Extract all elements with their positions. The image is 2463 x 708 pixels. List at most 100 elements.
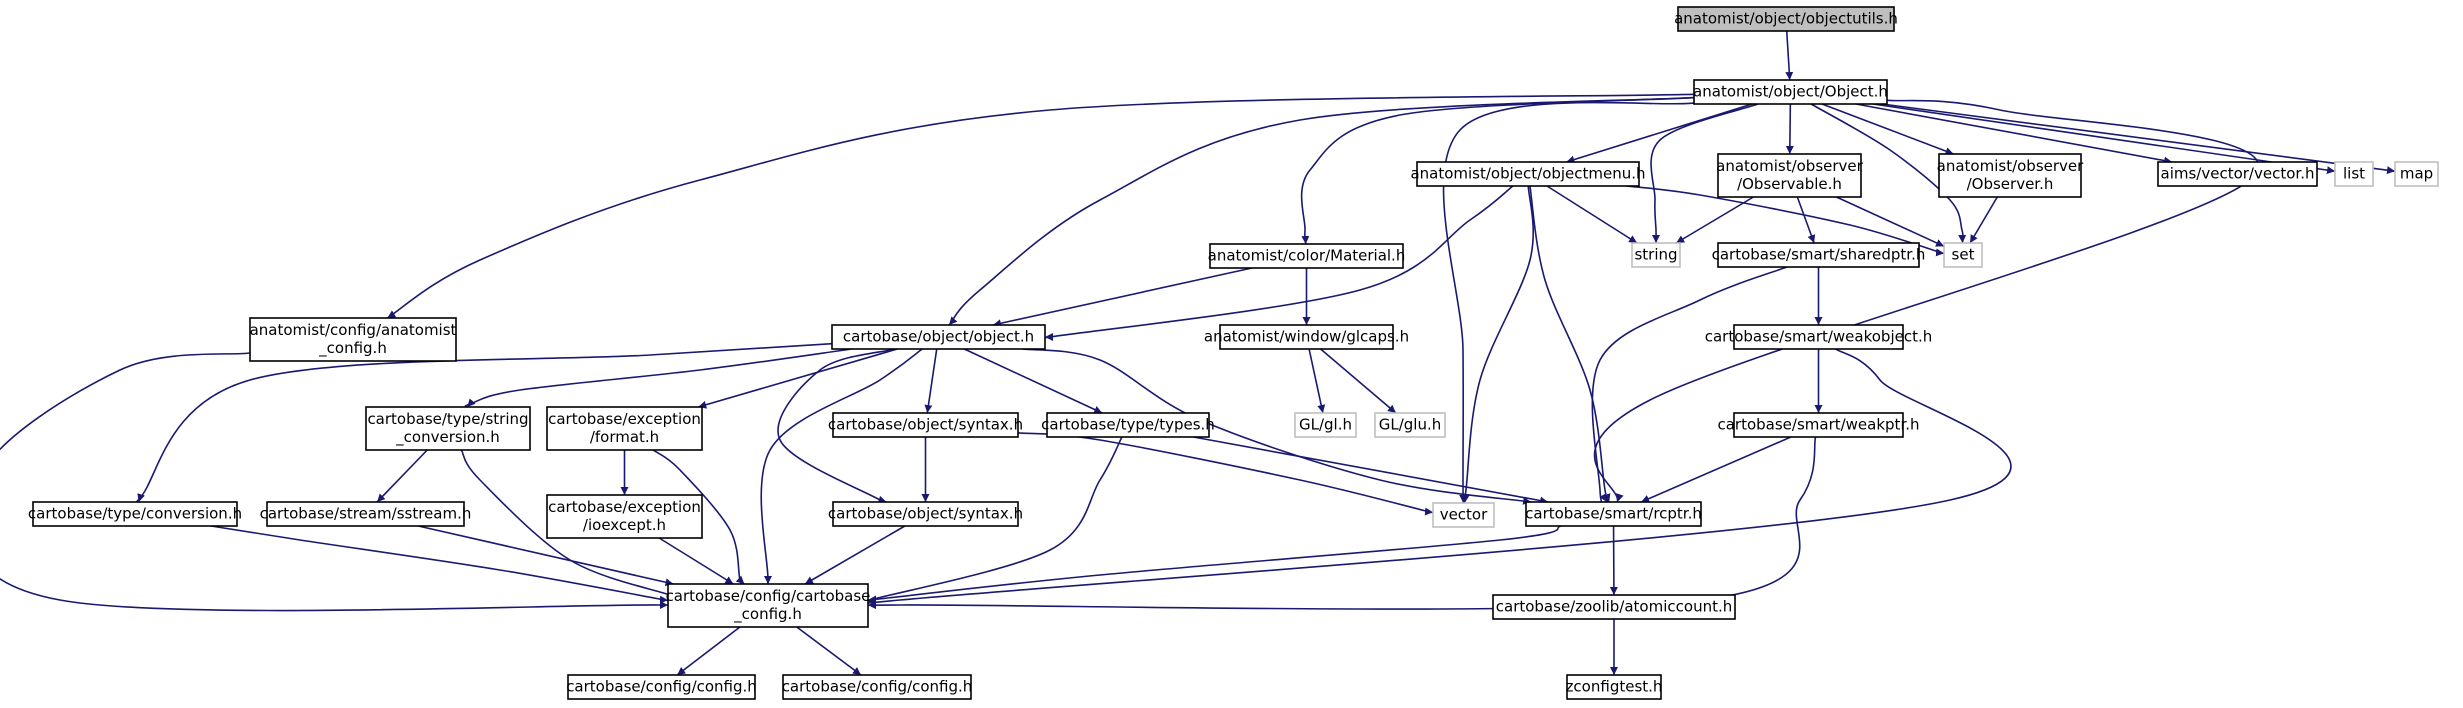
node-Observable[interactable]: anatomist/observer/Observable.h: [1716, 153, 1864, 198]
edge-Observable-to-set: [1836, 196, 1945, 248]
node-label: _config.h: [318, 339, 387, 358]
node-syntax1[interactable]: cartobase/object/syntax.h: [828, 412, 1023, 438]
edge-rcptr-to-cartobase_config: [851, 525, 1562, 604]
edge-glcaps-to-gl_h: [1308, 348, 1326, 414]
node-label: aims/vector/vector.h: [2161, 165, 2315, 183]
node-atomiccount[interactable]: cartobase/zoolib/atomiccount.h: [1492, 594, 1736, 620]
node-objectutils[interactable]: anatomist/object/objectutils.h: [1674, 6, 1898, 32]
node-label: anatomist/observer: [1937, 157, 2084, 175]
node-box: [831, 324, 1046, 350]
node-label: anatomist/object/objectutils.h: [1674, 10, 1898, 28]
node-map[interactable]: map: [2394, 161, 2439, 187]
node-label: cartobase/zoolib/atomiccount.h: [1496, 598, 1732, 616]
edge-Object-to-Observer: [1821, 103, 1954, 155]
edge-sstream-to-cartobase_config: [418, 525, 674, 587]
edge-Object-to-vector: [1442, 101, 1695, 504]
edge-Object-to-list: [1872, 103, 2336, 175]
node-box: [1677, 6, 1895, 32]
node-string_conversion[interactable]: cartobase/type/string_conversion.h: [365, 406, 531, 451]
node-label: map: [2400, 165, 2433, 183]
node-box: [1525, 501, 1702, 527]
node-label: cartobase/object/syntax.h: [828, 416, 1023, 434]
node-box: [1943, 242, 1983, 268]
node-box: [1209, 243, 1404, 269]
node-glcaps[interactable]: anatomist/window/glcaps.h: [1204, 324, 1409, 350]
node-Material[interactable]: anatomist/color/Material.h: [1208, 243, 1406, 269]
node-label: /Observable.h: [1737, 175, 1842, 193]
node-vector[interactable]: vector: [1432, 502, 1495, 528]
node-label: cartobase/type/conversion.h: [28, 505, 242, 523]
edge-object_h-to-cartobase_config: [760, 348, 923, 592]
edge-objectmenu-to-string: [1546, 185, 1638, 244]
node-anatomist_config[interactable]: anatomist/config/anatomist_config.h: [249, 317, 457, 362]
node-config1[interactable]: cartobase/config/config.h: [566, 674, 757, 700]
node-Observer[interactable]: anatomist/observer/Observer.h: [1937, 153, 2084, 198]
node-cartobase_config[interactable]: cartobase/config/cartobase_config.h: [666, 583, 871, 628]
node-conversion[interactable]: cartobase/type/conversion.h: [28, 501, 242, 527]
edge-glcaps-to-glu_h: [1320, 348, 1397, 414]
edge-anatomist_config-to-cartobase_config: [0, 352, 708, 612]
node-box: [266, 501, 465, 527]
edge-string_conversion-to-sstream: [376, 449, 428, 503]
edge-cartobase_config-to-config2: [796, 626, 862, 676]
edge-object_h-to-conversion: [130, 342, 833, 509]
node-string[interactable]: string: [1631, 242, 1681, 268]
node-types[interactable]: cartobase/type/types.h: [1041, 412, 1215, 438]
edge-Observer-to-set: [1969, 196, 1998, 244]
node-config2[interactable]: cartobase/config/config.h: [782, 674, 973, 700]
node-Object[interactable]: anatomist/object/Object.h: [1693, 79, 1888, 105]
node-label: cartobase/config/config.h: [566, 678, 757, 696]
node-label: anatomist/color/Material.h: [1208, 247, 1406, 265]
node-aims_vector[interactable]: aims/vector/vector.h: [2157, 161, 2318, 187]
edge-Object-to-aims_vector: [1855, 103, 2173, 165]
edge-objectmenu-to-rcptr: [1529, 185, 1611, 504]
node-label: anatomist/object/Object.h: [1693, 83, 1888, 101]
node-label: _config.h: [733, 605, 802, 624]
node-sharedptr[interactable]: cartobase/smart/sharedptr.h: [1712, 242, 1926, 268]
edge-objectmenu-to-vector: [1461, 185, 1534, 505]
node-label: cartobase/config/config.h: [782, 678, 973, 696]
edge-weakptr-to-rcptr: [1640, 436, 1792, 503]
node-box: [1566, 674, 1662, 700]
node-box: [1717, 242, 1920, 268]
edge-ioexcept-to-cartobase_config: [658, 537, 734, 585]
node-box: [1416, 161, 1640, 187]
edge-Object-to-anatomist_config: [386, 93, 1695, 319]
node-box: [2334, 161, 2374, 187]
node-label: cartobase/smart/weakobject.h: [1705, 328, 1933, 346]
node-label: anatomist/window/glcaps.h: [1204, 328, 1409, 346]
node-object_h[interactable]: cartobase/object/object.h: [831, 324, 1046, 350]
node-box: [546, 494, 703, 539]
edge-sharedptr-to-rcptr: [1591, 266, 1788, 505]
dependency-nodes: anatomist/object/objectutils.h anatomist/…: [28, 6, 2439, 700]
edge-Observable-to-string: [1675, 196, 1754, 244]
node-sstream[interactable]: cartobase/stream/sstream.h: [260, 501, 472, 527]
node-label: cartobase/exception: [548, 410, 701, 428]
node-box: [832, 501, 1019, 527]
node-box: [1938, 153, 2082, 198]
node-label: cartobase/object/syntax.h: [828, 505, 1023, 523]
node-label: cartobase/config/cartobase: [666, 587, 871, 605]
node-weakptr[interactable]: cartobase/smart/weakptr.h: [1717, 412, 1920, 438]
node-zconfigtest[interactable]: zconfigtest.h: [1566, 674, 1663, 700]
node-syntax2[interactable]: cartobase/object/syntax.h: [828, 501, 1023, 527]
edge-object_h-to-rcptr: [1022, 348, 1532, 505]
node-ioexcept[interactable]: cartobase/exception/ioexcept.h: [546, 494, 703, 539]
node-weakobject[interactable]: cartobase/smart/weakobject.h: [1705, 324, 1933, 350]
node-list[interactable]: list: [2334, 161, 2374, 187]
node-box: [1733, 324, 1904, 350]
node-label: GL/glu.h: [1379, 416, 1442, 434]
node-label: zconfigtest.h: [1566, 678, 1663, 696]
node-label: cartobase/smart/rcptr.h: [1525, 505, 1702, 523]
edge-Object-to-Observable: [1785, 103, 1794, 155]
node-label: anatomist/object/objectmenu.h: [1410, 165, 1645, 183]
node-rcptr[interactable]: cartobase/smart/rcptr.h: [1525, 501, 1702, 527]
node-format[interactable]: cartobase/exception/format.h: [546, 406, 703, 451]
edge-Object-to-map: [1882, 103, 2396, 175]
node-glu_h[interactable]: GL/glu.h: [1374, 412, 1446, 438]
node-objectmenu[interactable]: anatomist/object/objectmenu.h: [1410, 161, 1646, 187]
node-gl_h[interactable]: GL/gl.h: [1294, 412, 1357, 438]
node-set[interactable]: set: [1943, 242, 1983, 268]
node-box: [1294, 412, 1357, 438]
